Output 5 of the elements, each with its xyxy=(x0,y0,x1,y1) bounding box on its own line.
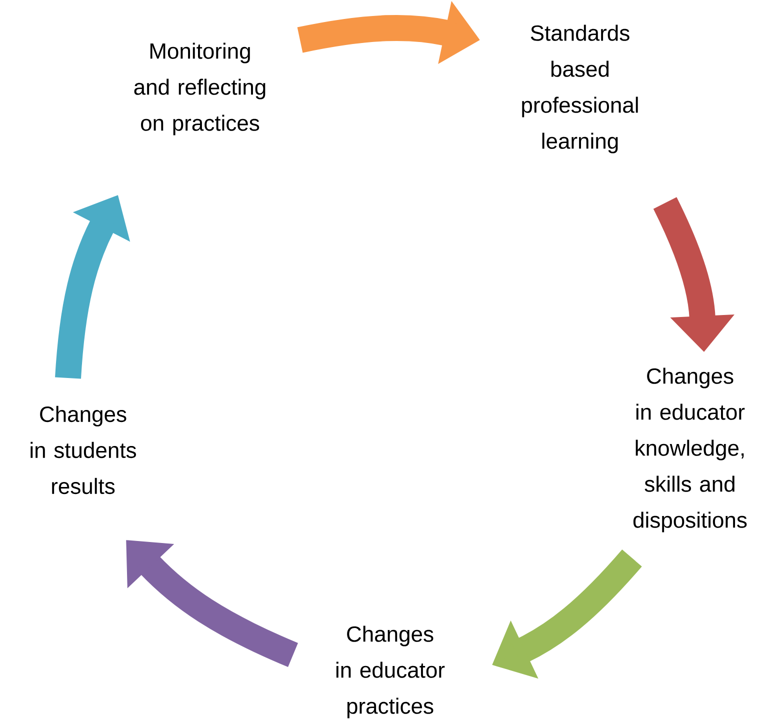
step-label: Monitoring and reflecting on practices xyxy=(134,42,266,136)
step-label: Changes in students results xyxy=(30,406,136,494)
step-label: Changes in educator practices xyxy=(336,626,445,718)
step-label: Changes in educator knowledge, skills and dispositions xyxy=(633,368,747,532)
step-label: Standards based professional learning xyxy=(522,24,638,154)
